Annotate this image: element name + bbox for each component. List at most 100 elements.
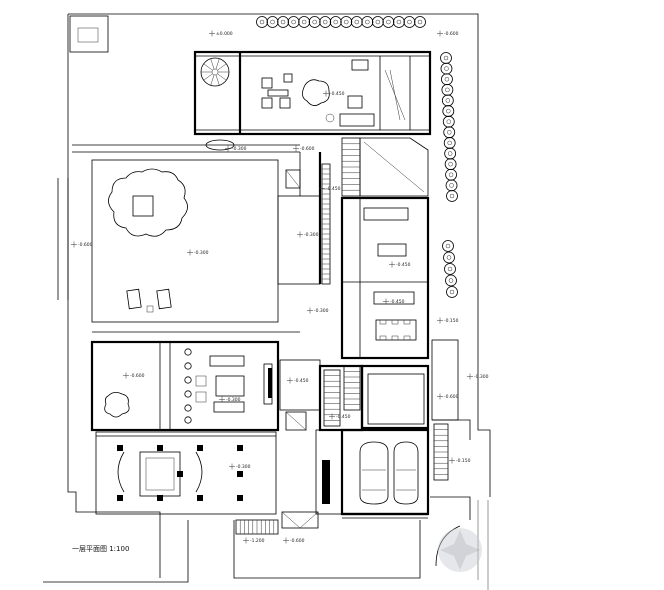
column [197,445,203,451]
shrub [403,16,416,28]
shrub-core [386,19,391,25]
shrub [442,105,455,117]
level-label: -0.300 [236,464,251,470]
shrub [442,115,455,128]
top-left-pad [69,15,109,53]
shrub-core [365,19,370,25]
stair-upper [341,137,361,197]
stair-right [433,423,449,481]
hedge-right-lower [442,240,458,298]
level-label: -0.600 [300,146,315,152]
level-label: -0.450 [396,262,411,268]
shrub [442,240,454,252]
shrub [441,83,454,96]
shrub-core [444,76,450,82]
scale-title: 一层平面图 1:100 [72,545,129,553]
level-label: -0.600 [78,242,93,248]
level-label: -0.300 [474,374,489,380]
shrub-core [259,19,265,25]
shrub [340,16,353,28]
shrub [443,137,456,149]
level-label: -0.300 [194,250,209,256]
column [117,445,123,451]
bottom-entrance [235,511,461,567]
garage [315,428,430,519]
spiral-step [203,63,213,71]
shrub-core [280,19,286,25]
shrub [319,16,332,28]
hedge-right [440,52,458,202]
seat-marker [184,362,192,370]
shrub-core [449,193,455,199]
column [117,495,123,501]
shrub-core [417,19,423,25]
shrub [446,190,458,202]
shrub [350,16,363,28]
shrub [414,16,426,28]
shrub-core [447,266,453,272]
level-label: -0.600 [444,31,459,37]
shrub-core [448,172,454,178]
shrub-core [396,19,402,25]
column [197,495,203,501]
shrub [444,263,456,275]
shrub-core [449,289,455,295]
level-label: -0.300 [226,397,241,403]
shrub [446,286,458,298]
level-label: ±0.000 [216,31,233,37]
seat-marker [184,390,192,398]
central-stair-steps [323,369,341,427]
shrub-core [448,278,454,283]
main-house-walls [277,137,430,360]
level-label: -0.300 [314,308,329,314]
shrub [445,168,457,181]
shrub [329,16,342,28]
level-label: -0.600 [444,394,459,400]
spiral-step [215,58,220,70]
shrub-core [445,243,451,249]
shrub-core [449,183,454,188]
level-label: -0.600 [130,373,145,379]
shrub [371,16,384,28]
shrub [298,16,311,28]
hedge-top [256,16,426,28]
shrub [287,16,300,28]
level-label: -0.450 [294,378,309,384]
level-label: -0.600 [290,538,305,544]
shrub-core [447,151,453,156]
level-label: -0.150 [456,458,471,464]
spiral-step [203,73,213,81]
service-room [360,364,430,430]
shrub-core [333,19,338,25]
shrub [393,16,405,28]
shrub [445,274,457,287]
shrub [443,126,456,139]
shrub [440,52,452,64]
seat-marker [184,416,192,424]
shrub [441,94,454,107]
shrub [444,147,457,160]
shrub-core [312,19,317,25]
shrub-core [448,161,453,167]
shrub-core [447,140,452,146]
shrub [277,16,289,28]
spiral-step [217,73,227,81]
shrub-core [344,19,349,25]
column [237,471,243,477]
stair-garage [343,365,361,411]
column [237,445,243,451]
shrub-core [270,19,275,25]
level-label: -0.300 [232,146,247,152]
shrub-core [446,255,452,260]
shrub [440,62,453,75]
shrub-core [354,19,360,25]
level-label: -0.450 [390,299,405,305]
level-label: -0.300 [304,232,319,238]
spiral-stair [201,58,229,86]
right-terrace [343,339,471,481]
shrub-core [375,19,381,25]
seat-markers [184,348,192,424]
shrub [445,179,458,192]
entry-stair [235,519,279,535]
